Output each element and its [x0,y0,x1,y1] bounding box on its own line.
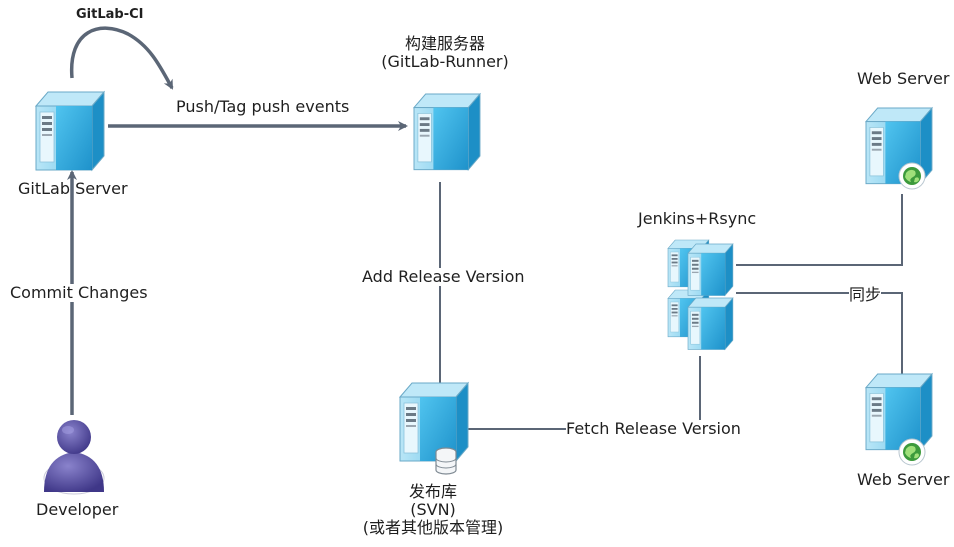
jenkins-to-web-bottom-line [736,292,903,374]
build-server-label-line2: (GitLab-Runner) [381,52,509,71]
gitlab-server-label: GitLab Server [18,179,128,198]
gitlab-server-icon[interactable] [35,91,105,171]
web-server-top-label: Web Server [857,69,950,88]
jenkins-label: Jenkins+Rsync [638,209,757,228]
build-server-label: 构建服务器 (GitLab-Runner) [381,35,509,71]
gitlab-ci-curve-arrow [70,26,174,90]
globe-icon [898,438,926,466]
build-server-icon[interactable] [413,93,481,171]
release-repo-label-line3: (或者其他版本管理) [362,518,504,537]
web-server-bottom-icon[interactable] [865,373,933,451]
jenkins-cluster-icon[interactable] [667,239,734,350]
release-repo-server-icon[interactable] [399,382,469,462]
commit-changes-label: Commit Changes [10,283,148,302]
build-server-label-line1: 构建服务器 [404,34,485,53]
database-icon [435,447,457,475]
web-server-bottom-label: Web Server [857,470,950,489]
globe-icon [898,162,926,190]
push-events-label: Push/Tag push events [176,97,350,116]
add-release-label: Add Release Version [362,267,525,286]
fetch-release-label: Fetch Release Version [566,419,741,438]
release-repo-label: 发布库 (SVN) (或者其他版本管理) [363,483,504,537]
release-repo-label-line2: (SVN) [410,500,456,519]
gitlab-ci-title: GitLab-CI [76,7,144,22]
jenkins-to-web-top-line [736,194,903,266]
sync-label: 同步 [849,285,882,304]
developer-user-icon[interactable] [43,420,105,495]
developer-label: Developer [36,500,119,519]
release-repo-label-line1: 发布库 [408,482,457,501]
